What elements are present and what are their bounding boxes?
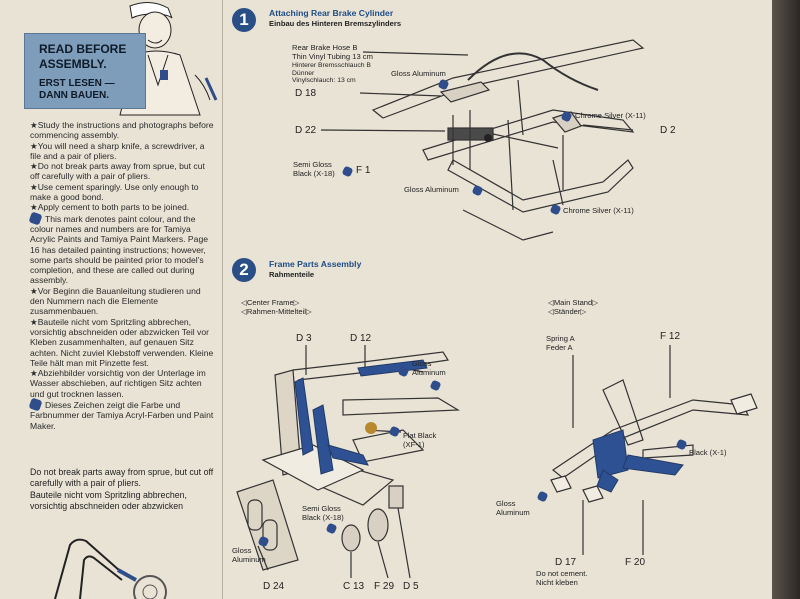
gloss-aluminum-label: Gloss Aluminum [391,69,446,78]
part-d18: D 18 [295,88,317,99]
chrome-silver-label-2: Chrome Silver (X-11) [563,206,634,215]
step2-diagram [236,345,758,579]
step1-diagram [320,39,645,241]
german-item: ★Abziehbilder vorsichtig von der Unterla… [30,368,206,399]
step2-number-badge: 2 [232,258,256,282]
instruction-item: ★You will need a sharp knife, a screwdri… [30,140,205,161]
gloss-aluminum-label-s2: Gloss Aluminum [412,359,446,377]
part-f20: F 20 [625,557,646,568]
part-d3: D 3 [296,333,312,344]
step1-title-en: Attaching Rear Brake Cylinder [269,8,394,18]
read-box-line1: READ BEFORE [39,42,127,56]
step2-title: Frame Parts Assembly Rahmenteile [269,259,361,280]
part-d2: D 2 [660,125,676,136]
instructions-text: ★Study the instructions and photographs … [28,120,216,431]
part-d24: D 24 [263,581,285,592]
german-item: ★Vor Beginn die Bauanleitung studieren u… [30,285,201,317]
read-box-de-line1: ERST LESEN — [39,78,115,89]
read-box-de-line2: DANN BAUEN. [39,90,109,101]
instruction-item: ★Do not break parts away from sprue, but… [30,161,205,182]
warning-en: Do not break parts away from sprue, but … [30,467,214,488]
gloss-aluminum-right-label: Gloss Aluminum [496,499,530,517]
page-edge-shadow [772,0,800,599]
warning-de: Bauteile nicht vom Spritzling abbrechen,… [30,490,187,511]
part-d17: D 17 [555,557,577,568]
instruction-item: ★Use cement sparingly. Use only enough t… [30,181,199,203]
black-x1-label: Black (X-1) [689,448,727,457]
semi-gloss-black-label: Semi Gloss Black (X-18) [293,160,335,178]
instruction-item: ★Apply cement to both parts to be joined… [30,202,190,213]
semi-gloss-label-s2: Semi Gloss Black (X-18) [302,504,344,522]
part-f12: F 12 [660,331,681,342]
hose-label-de: Hinterer Bremsschlauch B Dünner Vinylsch… [292,62,371,85]
read-box-line2: ASSEMBLY. [39,57,107,71]
gloss-aluminum-label-2: Gloss Aluminum [404,185,459,194]
hose-label-en: Rear Brake Hose B Thin Vinyl Tubing 13 c… [292,43,373,61]
sprue-warning: Do not break parts away from sprue, but … [30,467,216,513]
paint-note: This mark denotes paint colour, and the … [30,213,208,286]
main-stand-label: ◁Main Stand▷ ◁Ständer▷ [548,298,599,316]
part-f29: F 29 [374,581,395,592]
part-c13: C 13 [343,581,365,592]
steps-column: 1 Attaching Rear Brake Cylinder Einbau d… [223,0,772,599]
instruction-item: ★Study the instructions and photographs … [30,120,214,141]
step1-title-de: Einbau des Hinteren Bremszylinders [269,19,402,28]
part-f1: F 1 [356,165,371,176]
part-d22: D 22 [295,125,317,136]
chrome-silver-label: Chrome Silver (X-11) [575,111,646,120]
paint-note-de: Dieses Zeichen zeigt die Farbe und Farbn… [30,400,214,431]
flat-black-label: Flat Black (XF-1) [403,431,437,449]
step2-title-en: Frame Parts Assembly [269,259,362,269]
no-cement-label: Do not cement. Nicht kleben [536,569,588,587]
spring-label: Spring A Feder A [546,334,575,352]
step1-number-badge: 1 [232,8,256,32]
part-d12: D 12 [350,333,372,344]
gloss-aluminum-left-label: Gloss Aluminum [232,546,266,564]
center-frame-label: ◁Center Frame▷ ◁Rahmen-Mittelteil▷ [241,298,312,316]
german-item: ★Bauteile nicht vom Spritzling abbrechen… [30,316,214,368]
step1-title: Attaching Rear Brake Cylinder Einbau des… [269,8,401,29]
column-divider [222,0,223,599]
part-d5: D 5 [403,581,419,592]
step2-title-de: Rahmenteile [269,270,315,279]
